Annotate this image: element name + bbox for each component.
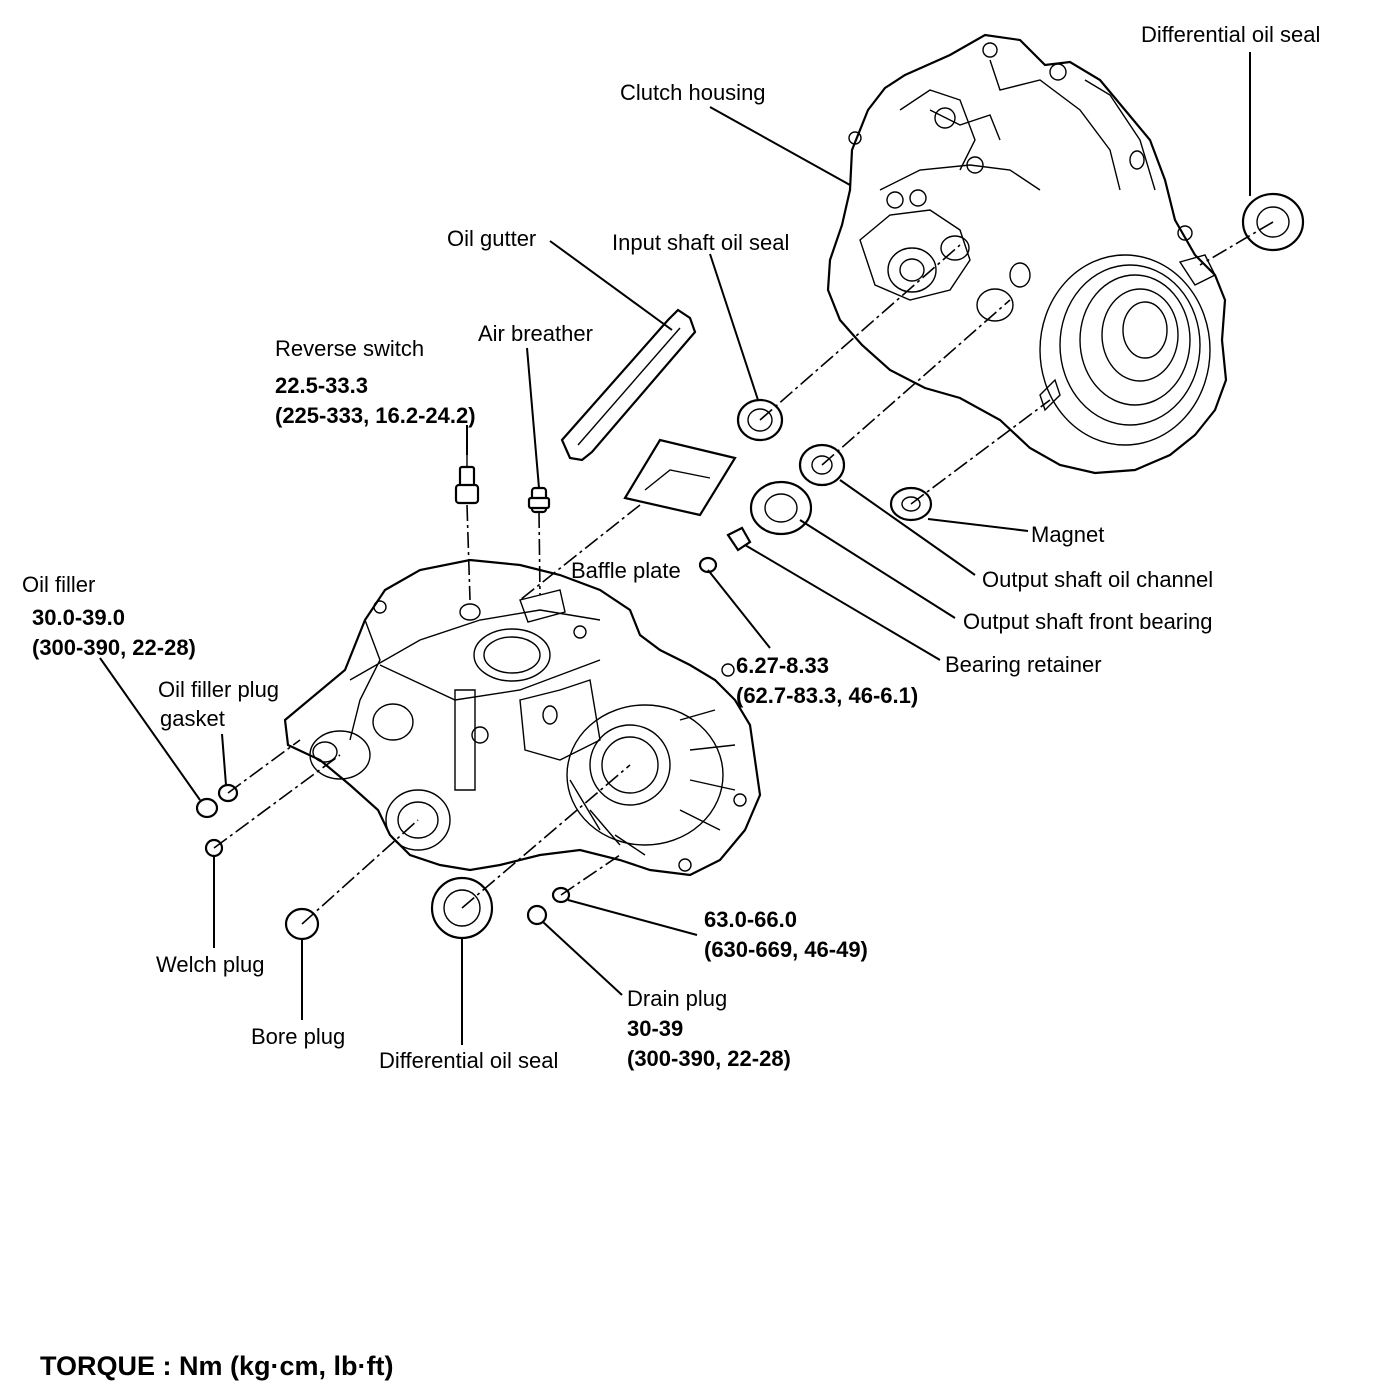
label-clutch-housing: Clutch housing [620, 80, 766, 105]
label-output-shaft-front-bearing: Output shaft front bearing [963, 609, 1213, 634]
label-bore-plug: Bore plug [251, 1024, 346, 1049]
drain-washer-torque-alt: (630-669, 46-49) [704, 937, 868, 962]
label-magnet: Magnet [1031, 522, 1105, 547]
drain-plug-torque-nm: 30-39 [627, 1016, 684, 1041]
label-welch-plug: Welch plug [156, 952, 265, 977]
reverse-switch-torque-nm: 22.5-33.3 [275, 373, 368, 398]
clutch-housing-drawing [826, 33, 1228, 475]
label-air-breather: Air breather [478, 321, 593, 346]
transaxle-case-drawing [283, 558, 762, 877]
bearing-retainer-part [698, 526, 752, 574]
output-shaft-front-bearing-part [749, 480, 813, 536]
drain-plug-torque-alt: (300-390, 22-28) [627, 1046, 791, 1071]
label-differential-oil-seal-top: Differential oil seal [1141, 22, 1321, 47]
label-reverse-switch: Reverse switch [275, 336, 425, 361]
retainer-torque-alt: (62.7-83.3, 46-6.1) [736, 683, 919, 708]
label-bearing-retainer: Bearing retainer [945, 652, 1102, 677]
label-oil-gutter: Oil gutter [447, 226, 537, 251]
assembly-lines [213, 221, 1274, 925]
label-differential-oil-seal-bottom: Differential oil seal [379, 1048, 559, 1073]
reverse-switch-part [454, 455, 480, 505]
retainer-torque-nm: 6.27-8.33 [736, 653, 829, 678]
label-oil-filler: Oil filler [22, 572, 96, 597]
leader-lines [99, 52, 1251, 1045]
oil-gutter-part [560, 308, 697, 462]
baffle-plate-part [623, 438, 737, 517]
label-oil-filler-plug-gasket-line2: gasket [160, 706, 225, 731]
air-breather-part [527, 486, 551, 514]
label-output-shaft-oil-channel: Output shaft oil channel [982, 567, 1214, 592]
label-baffle-plate: Baffle plate [571, 558, 681, 583]
oil-filler-torque-nm: 30.0-39.0 [32, 605, 125, 630]
drain-washer-torque-nm: 63.0-66.0 [704, 907, 797, 932]
label-input-shaft-oil-seal: Input shaft oil seal [612, 230, 790, 255]
torque-units-footer: TORQUE : Nm (kg·cm, lb·ft) [40, 1351, 394, 1381]
reverse-switch-torque-alt: (225-333, 16.2-24.2) [275, 403, 476, 428]
oil-filler-torque-alt: (300-390, 22-28) [32, 635, 196, 660]
label-oil-filler-plug-gasket: Oil filler plug [158, 677, 280, 702]
label-drain-plug: Drain plug [627, 986, 728, 1011]
